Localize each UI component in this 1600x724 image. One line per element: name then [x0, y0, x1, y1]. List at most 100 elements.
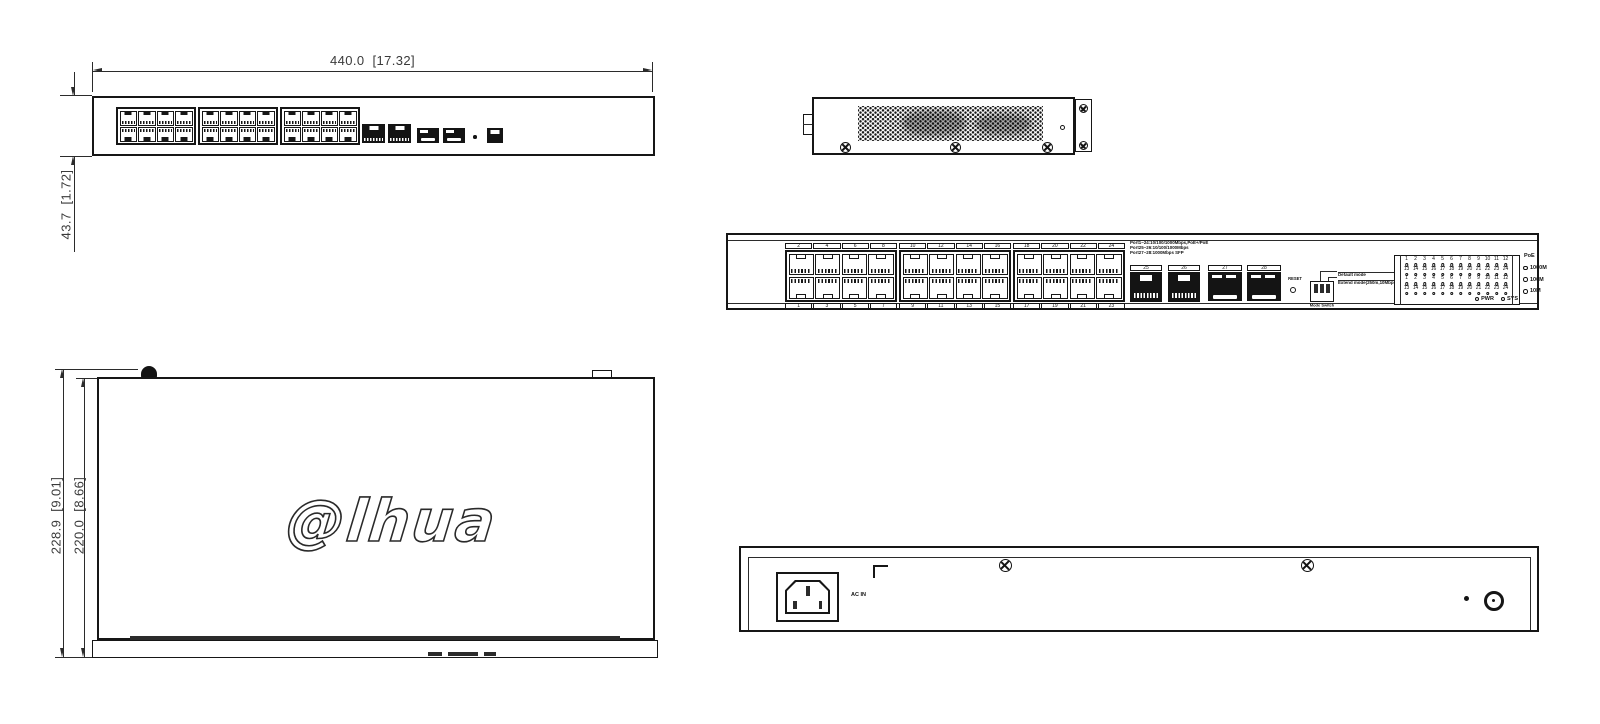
- led-indicator-icon: [1431, 282, 1436, 286]
- led-number-label: 5: [1441, 256, 1444, 262]
- led-cell: 5: [1438, 256, 1447, 268]
- led-indicator-icon: [1476, 263, 1481, 267]
- rj45-port: [320, 126, 338, 142]
- uplink-port-26: [388, 124, 411, 143]
- rj45-port: [868, 276, 894, 299]
- depth-extension-tick-bottom: [55, 657, 93, 658]
- rear-screw: [998, 558, 1012, 572]
- dimension-arrow-down-icon: [60, 648, 65, 657]
- led-number-label: 14: [1412, 284, 1419, 291]
- led-cell: 8: [1465, 275, 1474, 287]
- dip-switch-label: Mode Switch: [1309, 302, 1335, 308]
- led-indicator-icon: [1422, 263, 1427, 267]
- bottom-screw: [949, 141, 961, 153]
- led-cell: 11: [1492, 276, 1501, 287]
- led-number-label: 18: [1448, 265, 1455, 272]
- led-number-label: 10: [1484, 256, 1491, 262]
- led-indicator-icon: [1467, 263, 1472, 267]
- led-number-label: 9: [1477, 256, 1480, 262]
- port-number-label: 14: [955, 243, 983, 249]
- rj45-port: [201, 110, 219, 126]
- led-number-label: 22: [1484, 265, 1491, 272]
- rj45-port: [238, 110, 256, 126]
- led-indicator-icon: [1431, 291, 1436, 295]
- port-number-label: 11: [927, 303, 955, 309]
- port-number-label: 16: [983, 243, 1011, 249]
- led-cell: 15: [1420, 284, 1429, 296]
- led-indicator-icon: [1503, 263, 1508, 267]
- led-cell: 18: [1447, 285, 1456, 296]
- rj45-port: [283, 126, 301, 142]
- rear-view-body: [739, 546, 1539, 632]
- led-cell: 23: [1492, 285, 1501, 296]
- led-indicator-icon: [1431, 263, 1436, 267]
- rear-corner-mark: [873, 565, 888, 578]
- port-number-label: 24: [1097, 243, 1125, 249]
- vent-shading: [903, 111, 965, 135]
- led-number-label: 10: [1484, 275, 1491, 281]
- rj45-port: [138, 110, 156, 126]
- port-group: [116, 107, 196, 145]
- led-cell: 9: [1474, 276, 1483, 287]
- port-number-label: 6: [841, 243, 869, 249]
- led-indicator-icon: [1404, 282, 1409, 286]
- led-indicator-icon: [1413, 272, 1418, 276]
- dip-rocker: [1326, 284, 1330, 293]
- led-cell: 15: [1420, 266, 1429, 277]
- side-lug-divider: [803, 124, 813, 125]
- led-number-label: 19: [1457, 284, 1464, 291]
- width-extension-line-left: [92, 62, 93, 92]
- led-number-label: 24: [1502, 265, 1509, 272]
- led-number-label: 8: [1468, 275, 1471, 281]
- port-grid: [899, 250, 1011, 302]
- dip-rocker: [1314, 284, 1318, 293]
- pwr-led: PWR: [1475, 296, 1494, 302]
- width-dimension-line: [92, 71, 653, 72]
- led-indicator-icon: [1467, 282, 1472, 286]
- led-indicator-icon: [1458, 272, 1463, 276]
- led-number-label: 20: [1466, 284, 1473, 291]
- led-cell: 22: [1483, 265, 1492, 277]
- led-panel-separator: [1512, 255, 1513, 305]
- led-number-label: 11: [1493, 256, 1500, 262]
- mounting-bracket: [1075, 99, 1092, 152]
- rear-inner-top-line: [748, 557, 1530, 558]
- legend-label: 100M: [1530, 276, 1544, 283]
- led-cell: 21: [1474, 266, 1483, 277]
- top-view-front-lip: [92, 640, 658, 658]
- detail-uplink-port-26: [1168, 272, 1200, 302]
- rj45-port: [156, 110, 174, 126]
- led-cell: 3: [1420, 276, 1429, 287]
- led-number-label: 12: [1502, 256, 1509, 262]
- depth-dimension-line-inner: [84, 378, 85, 657]
- led-number-label: 15: [1421, 284, 1428, 291]
- led-indicator-icon: [1449, 272, 1454, 276]
- lip-port-mark: [448, 652, 478, 656]
- led-indicator-icon: [1440, 291, 1445, 295]
- led-cell: 2: [1411, 276, 1420, 287]
- legend-label: 1000M: [1530, 264, 1547, 271]
- sfp-27-label-tab: 27: [1208, 265, 1242, 271]
- led-cell: 20: [1465, 284, 1474, 296]
- led-indicator-icon: [1485, 263, 1490, 267]
- led-cell: 20: [1465, 266, 1474, 277]
- dimension-arrow-up-icon: [60, 369, 65, 378]
- grounding-terminal-center: [1492, 599, 1495, 602]
- rj45-port: [868, 253, 894, 276]
- rj45-port: [982, 276, 1008, 299]
- uplink-26-label: 26: [1181, 265, 1187, 271]
- rj45-port: [955, 276, 981, 299]
- port-number-label: 4: [813, 243, 841, 249]
- port-number-label: 7: [869, 303, 897, 309]
- port-number-label: 1: [785, 303, 813, 309]
- legend-item: 10M: [1523, 286, 1547, 298]
- led-number-label: 3: [1423, 256, 1426, 262]
- rj45-port: [955, 253, 981, 276]
- led-cell: 10: [1483, 256, 1492, 268]
- sfp-27-label: 27: [1222, 265, 1228, 271]
